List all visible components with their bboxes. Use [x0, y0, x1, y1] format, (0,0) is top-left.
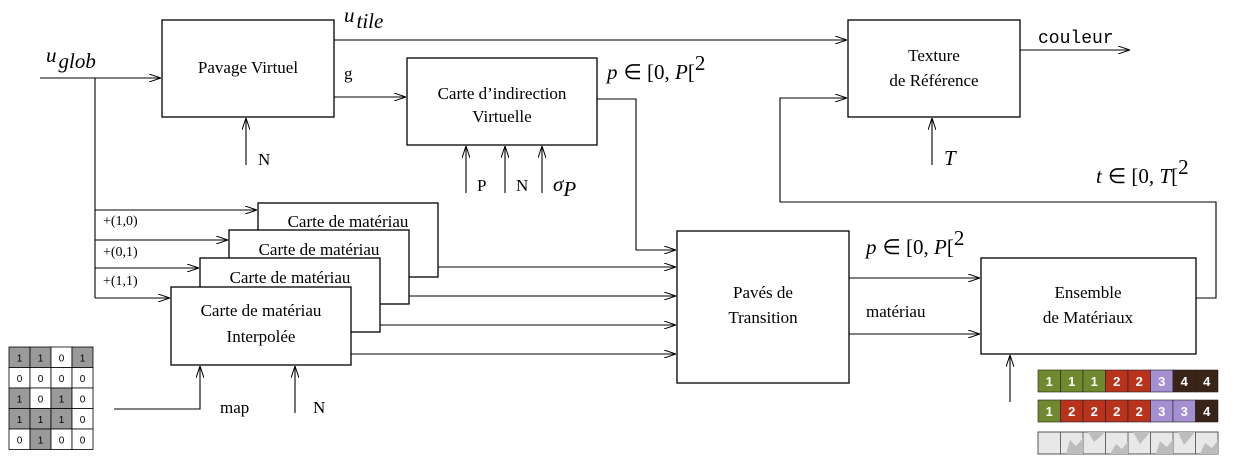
map-cell-value: 0: [17, 374, 23, 385]
material-tile-id: 4: [1203, 374, 1211, 389]
material-tile-id: 1: [1068, 374, 1075, 389]
svg-text:Ensemble: Ensemble: [1054, 283, 1121, 302]
material-tile-id: 4: [1203, 404, 1211, 419]
t-param-label: T: [944, 146, 957, 170]
svg-text:de Matériaux: de Matériaux: [1043, 308, 1134, 327]
svg-text:de Référence: de Référence: [889, 71, 978, 90]
map-cell-value: 0: [80, 394, 86, 405]
t-feedback-arrow: [779, 98, 1217, 299]
material-tile-id: 2: [1091, 404, 1098, 419]
carte-indirection-box: Carte d’indirection Virtuelle: [406, 57, 598, 146]
paves-transition-box: Pavés de Transition: [676, 230, 850, 384]
material-tile-id: 2: [1136, 374, 1143, 389]
carte-materiau-interpolee-box: Carte de matériau Interpolée: [170, 286, 352, 366]
material-tile-id: 2: [1113, 404, 1120, 419]
offset-11-label: +(1,1): [103, 274, 138, 289]
n-param-label: N: [516, 176, 528, 195]
map-cell-value: 1: [17, 394, 23, 405]
transition-tiles-strip: [1037, 431, 1219, 455]
ensemble-materiaux-box: Ensemble de Matériaux: [980, 257, 1197, 355]
svg-text:Transition: Transition: [728, 308, 798, 327]
material-tile-id: 2: [1068, 404, 1075, 419]
material-tile-id: 1: [1091, 374, 1098, 389]
p-indirection-arrow: [597, 98, 676, 250]
texture-reference-box: Texture de Référence: [847, 19, 1021, 118]
couleur-label: couleur: [1038, 29, 1114, 49]
g-label: g: [344, 64, 353, 83]
map-arrow: [114, 366, 200, 410]
p-range-label-1: p∈ [0, P[2: [605, 51, 705, 84]
p-range-label-2: p∈ [0, P[2: [864, 226, 964, 259]
sigma-param-label: σP: [553, 172, 576, 201]
material-map-grid: 1 1 0 1 0 0 0 0 1 0 1 0 1 1 1 0 0 1 0 0: [8, 346, 94, 450]
svg-text:Pavage Virtuel: Pavage Virtuel: [198, 58, 298, 77]
material-tile-id: 3: [1158, 404, 1165, 419]
map-label: map: [220, 398, 249, 417]
map-cell-value: 0: [59, 353, 65, 364]
pavage-virtuel-box: Pavage Virtuel: [161, 19, 335, 118]
svg-text:Carte d’indirection: Carte d’indirection: [438, 84, 567, 103]
map-cell-value: 0: [59, 374, 65, 385]
svg-text:Carte de matériau: Carte de matériau: [259, 240, 380, 259]
map-cell: [71, 428, 94, 450]
map-cell-value: 1: [38, 353, 44, 364]
material-tile: [1195, 369, 1219, 393]
map-cell-value: 0: [38, 394, 44, 405]
map-cell-value: 1: [17, 353, 23, 364]
map-cell-value: 0: [80, 435, 86, 446]
material-tile-id: 1: [1046, 404, 1053, 419]
material-tile-id: 3: [1158, 374, 1165, 389]
svg-text:Interpolée: Interpolée: [227, 327, 296, 346]
map-cell-value: 1: [59, 415, 65, 426]
map-cell-value: 0: [80, 374, 86, 385]
svg-text:Texture: Texture: [908, 46, 960, 65]
n-interp-label: N: [313, 398, 325, 417]
map-cell-value: 0: [80, 415, 86, 426]
svg-text:Carte de matériau: Carte de matériau: [288, 212, 409, 231]
map-cell-value: 1: [59, 394, 65, 405]
material-tile-id: 2: [1136, 404, 1143, 419]
svg-text:Carte de matériau: Carte de matériau: [201, 301, 322, 320]
material-tile-id: 4: [1181, 374, 1189, 389]
material-tile-id: 2: [1113, 374, 1120, 389]
u-tile-label: utile: [344, 3, 383, 33]
u-glob-label: uglob: [46, 43, 96, 73]
materiau-label: matériau: [866, 302, 926, 321]
svg-text:Virtuelle: Virtuelle: [472, 107, 531, 126]
map-cell-value: 0: [38, 374, 44, 385]
offset-10-label: +(1,0): [103, 214, 138, 229]
map-cell-value: 1: [80, 353, 86, 364]
offset-01-label: +(0,1): [103, 245, 138, 260]
p-param-label: P: [477, 176, 486, 195]
map-cell-value: 0: [59, 435, 65, 446]
map-cell-value: 1: [38, 415, 44, 426]
svg-text:Carte de matériau: Carte de matériau: [230, 268, 351, 287]
map-cell-value: 1: [17, 415, 23, 426]
material-tile-id: 3: [1181, 404, 1188, 419]
map-cell-value: 1: [38, 435, 44, 446]
material-tile-id: 1: [1046, 374, 1053, 389]
n-pavage-label: N: [258, 150, 270, 169]
map-cell-value: 0: [17, 435, 23, 446]
material-tile: [1195, 399, 1219, 423]
t-range-label: t∈ [0, T[2: [1096, 155, 1189, 188]
svg-text:Pavés de: Pavés de: [733, 283, 793, 302]
